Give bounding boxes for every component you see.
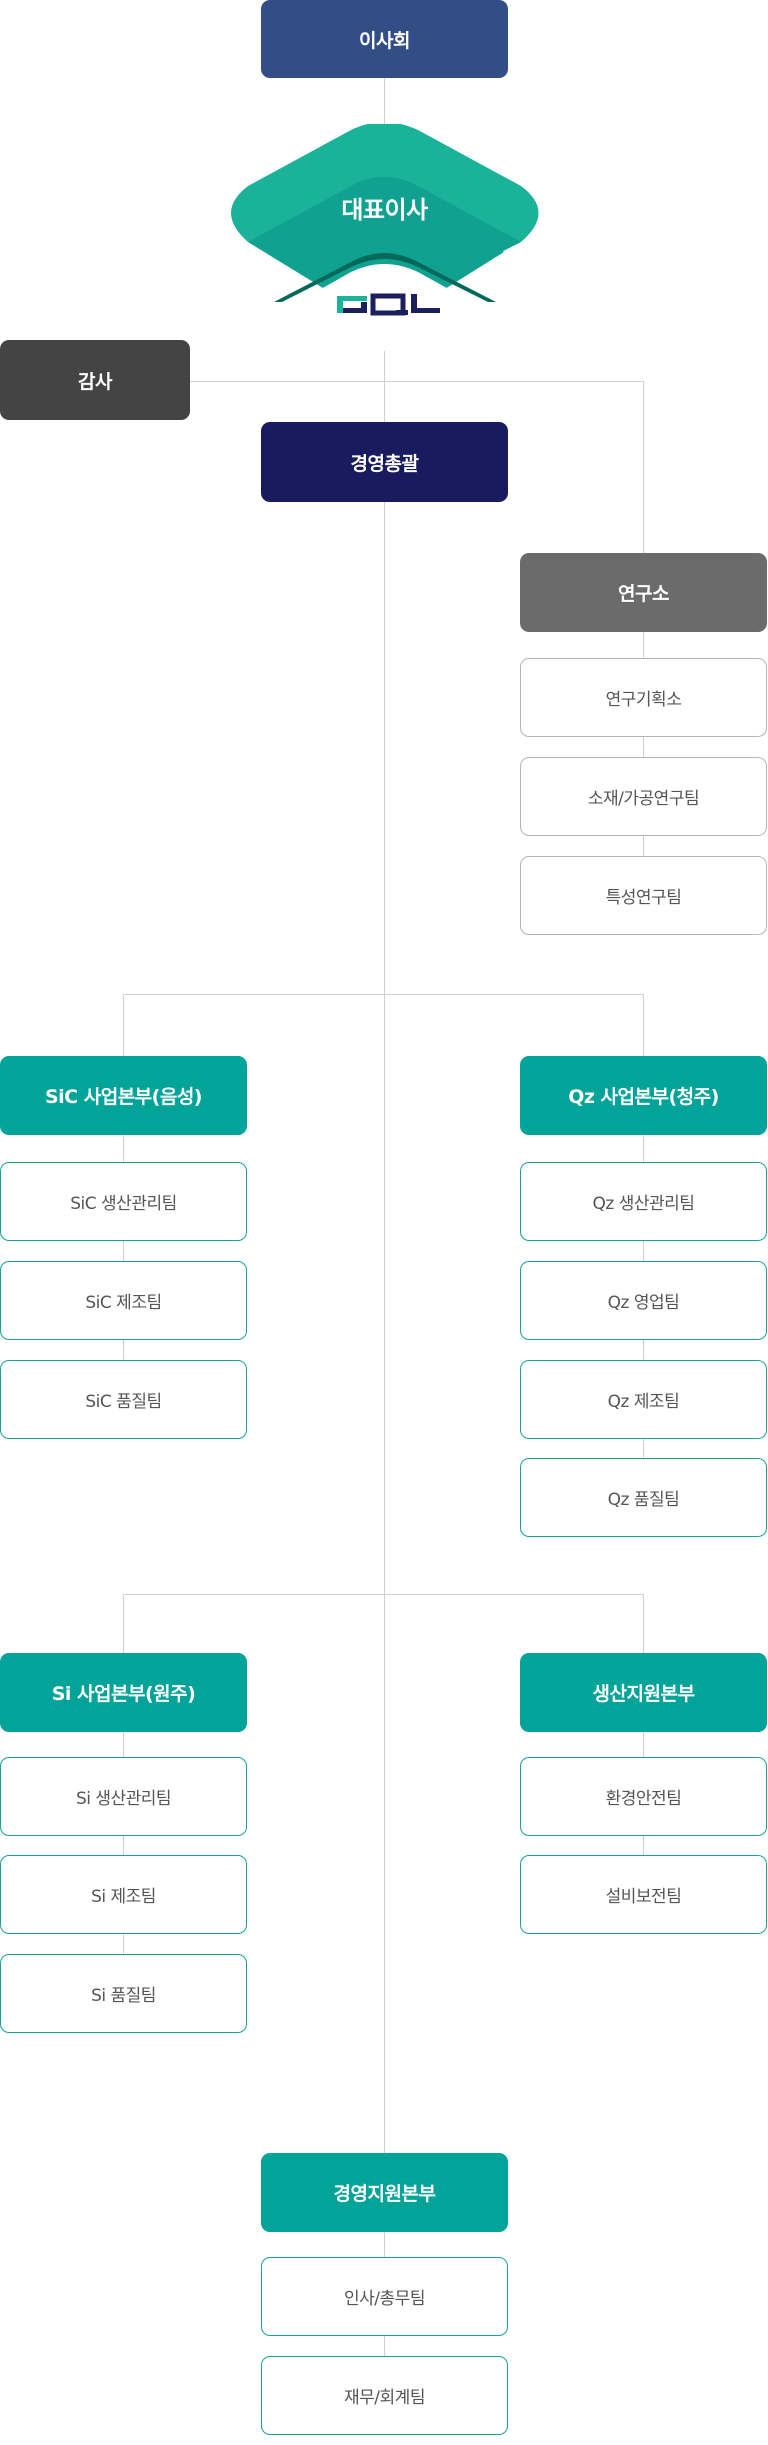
board-node: 이사회 xyxy=(261,0,508,78)
management-support-team: 재무/회계팀 xyxy=(261,2356,508,2435)
production-support-team: 환경안전팀 xyxy=(520,1757,767,1836)
lab-team: 특성연구팀 xyxy=(520,856,767,935)
sic-division-node: SiC 사업본부(음성) xyxy=(0,1056,247,1135)
ceo-diamond xyxy=(231,124,539,316)
lab-team: 소재/가공연구팀 xyxy=(520,757,767,836)
lab-team: 연구기획소 xyxy=(520,658,767,737)
si-team: Si 제조팀 xyxy=(0,1855,247,1934)
ceo-node: 대표이사 xyxy=(341,196,428,224)
qz-team: Qz 생산관리팀 xyxy=(520,1162,767,1241)
audit-node: 감사 xyxy=(0,340,190,420)
lab-node: 연구소 xyxy=(520,553,767,632)
qz-team: Qz 품질팀 xyxy=(520,1458,767,1537)
si-team: Si 품질팀 xyxy=(0,1954,247,2033)
si-team: Si 생산관리팀 xyxy=(0,1757,247,1836)
management-support-team: 인사/총무팀 xyxy=(261,2257,508,2336)
sic-team: SiC 제조팀 xyxy=(0,1261,247,1340)
si-division-node: Si 사업본부(원주) xyxy=(0,1653,247,1732)
connector xyxy=(123,1594,644,1595)
production-support-node: 생산지원본부 xyxy=(520,1653,767,1732)
production-support-team: 설비보전팀 xyxy=(520,1855,767,1934)
gql-logo xyxy=(337,293,440,316)
connector xyxy=(190,381,644,382)
qz-team: Qz 영업팀 xyxy=(520,1261,767,1340)
qz-division-node: Qz 사업본부(청주) xyxy=(520,1056,767,1135)
management-support-node: 경영지원본부 xyxy=(261,2153,508,2232)
sic-team: SiC 생산관리팀 xyxy=(0,1162,247,1241)
connector xyxy=(384,78,385,128)
connector xyxy=(123,994,644,995)
general-manager-node: 경영총괄 xyxy=(261,422,508,502)
qz-team: Qz 제조팀 xyxy=(520,1360,767,1439)
sic-team: SiC 품질팀 xyxy=(0,1360,247,1439)
connector xyxy=(384,351,385,2153)
